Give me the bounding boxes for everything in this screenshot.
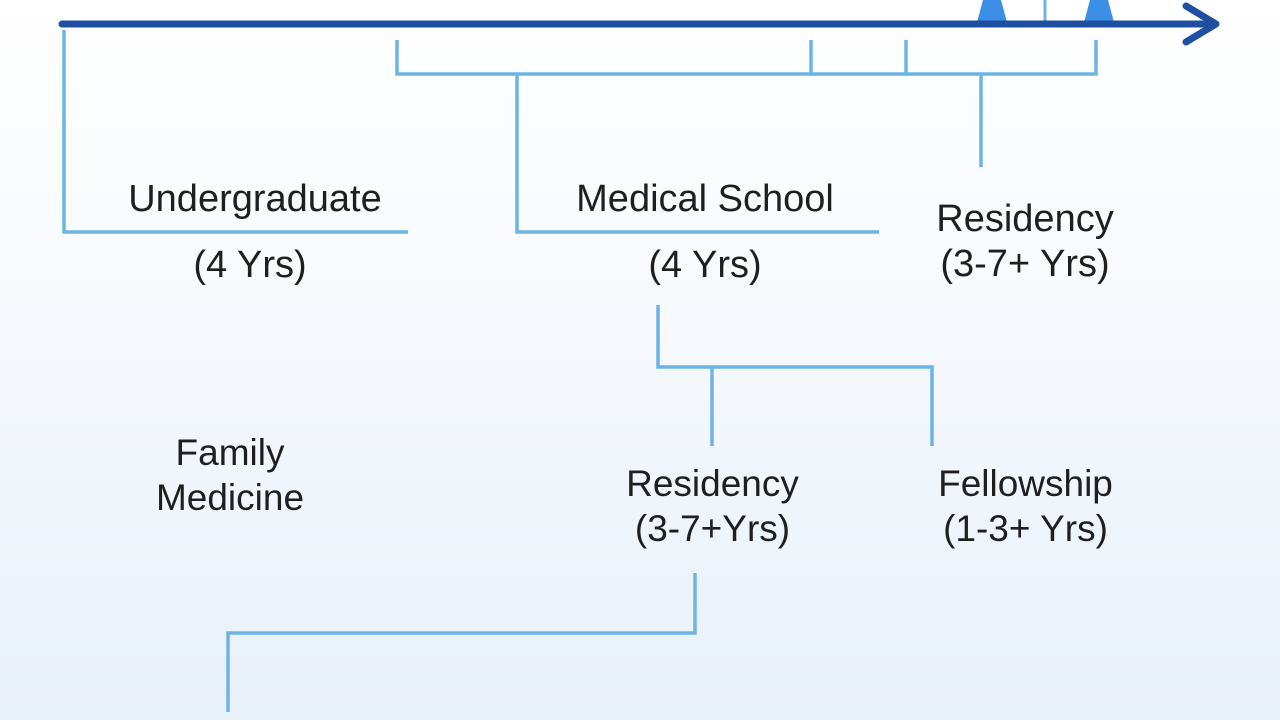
residency-top-duration: (3-7+ Yrs) <box>940 243 1110 285</box>
residency-bottom-title: Residency <box>626 463 799 504</box>
lower-branch <box>656 305 934 446</box>
timeline-marker-1 <box>976 0 1008 26</box>
family-medicine-subtitle: Medicine <box>155 477 305 518</box>
residency-bottom-duration: (3-7+Yrs) <box>634 508 791 549</box>
undergraduate-connector <box>62 30 408 234</box>
timeline-marker-2 <box>1083 0 1115 26</box>
medical-school-duration: (4 Yrs) <box>648 244 762 286</box>
timeline-arrowhead <box>1182 2 1220 46</box>
undergraduate-title: Undergraduate <box>128 178 382 220</box>
bottom-connector <box>226 573 697 712</box>
medical-school-connector <box>515 74 879 234</box>
undergraduate-duration: (4 Yrs) <box>193 244 307 286</box>
family-medicine-title: Family <box>175 432 285 473</box>
fellowship-duration: (1-3+ Yrs) <box>943 508 1108 549</box>
fellowship-title: Fellowship <box>938 463 1113 504</box>
upper-bracket <box>395 40 1098 76</box>
residency-top-title: Residency <box>936 198 1114 240</box>
medical-school-title: Medical School <box>576 178 834 220</box>
